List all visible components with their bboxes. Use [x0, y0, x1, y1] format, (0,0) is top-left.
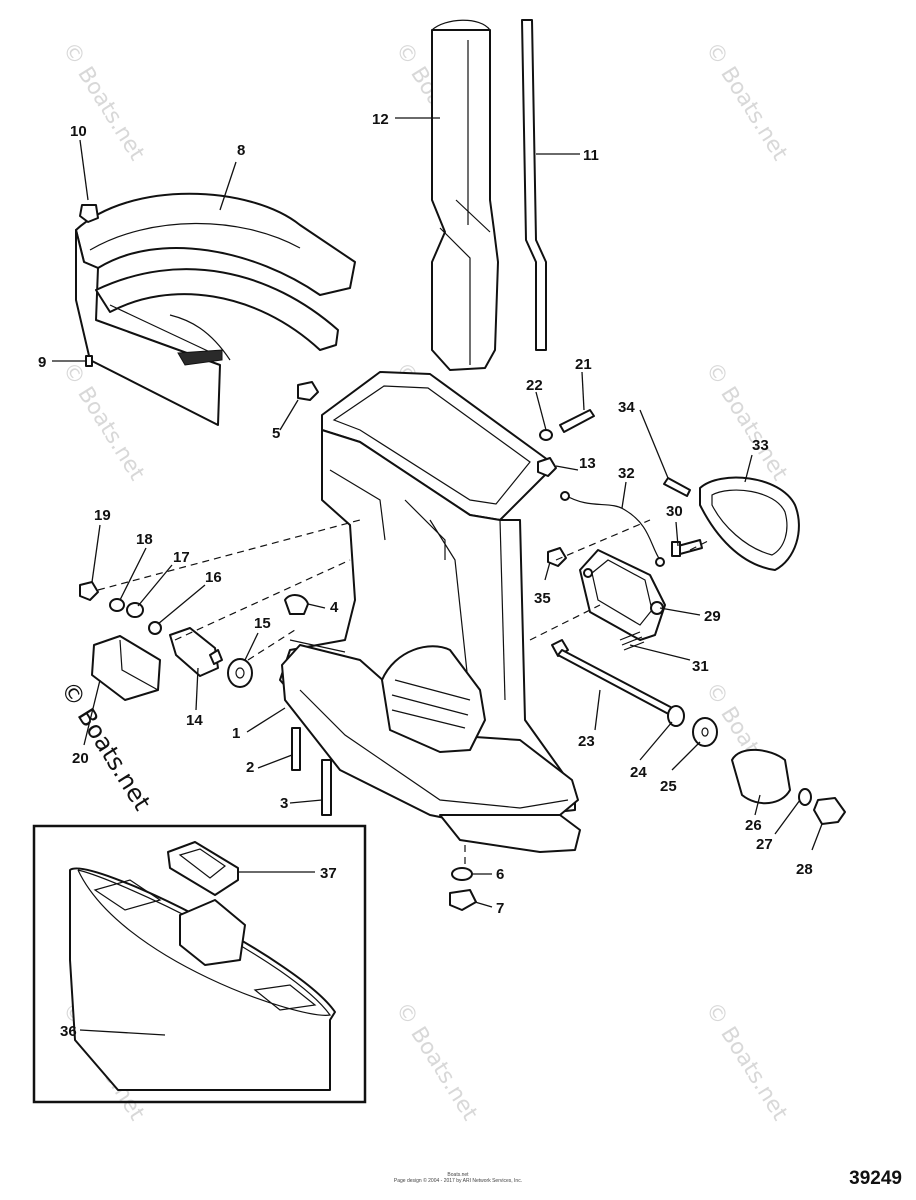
callout-4: 4 — [330, 599, 339, 616]
callout-12: 12 — [372, 111, 389, 128]
part-7-nut — [449, 889, 477, 911]
part-30-screw — [671, 539, 703, 557]
footer-site: Boats.net — [447, 1172, 469, 1178]
callout-5: 5 — [272, 425, 280, 442]
part-36-pad — [69, 867, 336, 1091]
callout-9: 9 — [38, 354, 46, 371]
callout-14: 14 — [186, 712, 203, 729]
callout-2: 2 — [246, 759, 254, 776]
watermark-prominent: © Boats.net — [55, 676, 156, 815]
part-20-connector — [91, 635, 161, 701]
footer-copyright: Page design © 2004 - 2017 by ARI Network… — [393, 1178, 523, 1184]
callout-19: 19 — [94, 507, 111, 524]
callout-8: 8 — [237, 142, 245, 159]
callout-26: 26 — [745, 817, 762, 834]
part-34-screw — [663, 477, 691, 497]
footer: Boats.net Page design © 2004 - 2017 by A… — [0, 1172, 916, 1184]
part-22-washer — [539, 429, 553, 441]
callout-20: 20 — [72, 750, 89, 767]
callout-32: 32 — [618, 465, 635, 482]
part-1-driveshaft-housing — [279, 371, 581, 853]
part-21-screw — [559, 409, 595, 433]
part-14-sensor — [169, 627, 223, 677]
part-15-grommet — [227, 658, 253, 688]
part-37-seal — [167, 841, 239, 896]
callout-17: 17 — [173, 549, 190, 566]
part-17-washer — [126, 602, 144, 618]
callout-1: 1 — [232, 725, 240, 742]
part-18-washer — [109, 598, 125, 612]
callout-11: 11 — [583, 147, 599, 164]
part-6-washer — [451, 867, 473, 881]
callout-13: 13 — [579, 455, 596, 472]
part-8-cowl — [75, 192, 356, 426]
callout-30: 30 — [666, 503, 683, 520]
callout-21: 21 — [575, 356, 592, 373]
watermark: © Boats.net — [390, 998, 483, 1125]
callout-18: 18 — [136, 531, 153, 548]
watermark: © Boats.net — [700, 998, 793, 1125]
callout-24: 24 — [630, 764, 647, 781]
callout-7: 7 — [496, 900, 504, 917]
callout-labels: 1 2 3 4 5 6 7 8 9 10 11 12 13 14 15 16 1… — [38, 111, 813, 1040]
part-29-plate — [579, 549, 666, 641]
part-28-nut — [813, 797, 846, 825]
part-4-plug — [284, 594, 309, 615]
part-33-cover — [699, 476, 800, 571]
part-32-wire — [560, 491, 665, 567]
assembly-lines — [97, 519, 711, 868]
callout-35: 35 — [534, 590, 551, 607]
callout-3: 3 — [280, 795, 288, 812]
part-5-nut — [297, 381, 319, 401]
part-16-washer — [148, 621, 162, 635]
part-11-shift-rod — [521, 19, 547, 351]
callout-37: 37 — [320, 865, 337, 882]
part-19-nut — [79, 581, 99, 601]
callout-28: 28 — [796, 861, 813, 878]
callout-23: 23 — [578, 733, 595, 750]
callout-25: 25 — [660, 778, 677, 795]
callout-16: 16 — [205, 569, 222, 586]
watermark: © Boats.net — [57, 38, 150, 165]
callout-31: 31 — [692, 658, 709, 675]
callout-33: 33 — [752, 437, 769, 454]
leader-lines — [52, 117, 823, 1036]
part-26-anode — [731, 748, 791, 805]
watermark: © Boats.net — [700, 38, 793, 165]
part-27-washer — [798, 788, 812, 806]
watermark: © Boats.net — [700, 358, 793, 485]
part-2-stud — [291, 727, 301, 771]
callout-10: 10 — [70, 123, 87, 140]
figure-number: 39249 — [849, 1168, 902, 1189]
callout-36: 36 — [60, 1023, 77, 1040]
part-35-nut — [547, 547, 567, 567]
callout-6: 6 — [496, 866, 504, 883]
part-12-tube — [431, 19, 499, 371]
part-10-clip — [79, 204, 99, 223]
callout-27: 27 — [756, 836, 773, 853]
callout-34: 34 — [618, 399, 635, 416]
part-3-stud — [321, 759, 332, 816]
inset-box — [32, 824, 367, 1104]
part-24-washer — [667, 705, 685, 727]
callout-29: 29 — [704, 608, 721, 625]
part-23-bolt — [551, 639, 681, 719]
callout-22: 22 — [526, 377, 543, 394]
part-9-screw — [85, 355, 93, 367]
part-25-washer — [692, 717, 718, 747]
callout-15: 15 — [254, 615, 271, 632]
part-13-nut — [537, 457, 557, 477]
